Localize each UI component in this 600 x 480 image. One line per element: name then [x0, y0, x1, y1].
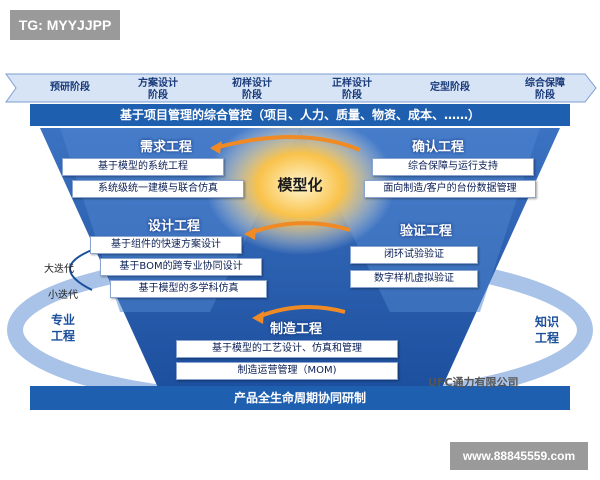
arc-arrowhead-2 [244, 227, 256, 240]
design-item-3: 基于模型的多学科仿真 [110, 280, 267, 298]
professional-engineering-label: 专业 工程 [50, 313, 75, 343]
stage-3: 初样设计 阶段 [232, 78, 272, 101]
manufacturing-item-2: 制造运营管理（MOM) [176, 362, 398, 380]
lifecycle-bar: 产品全生命周期协同研制 [30, 386, 570, 410]
iteration-arc [69, 249, 93, 291]
stage-2: 方案设计 阶段 [138, 78, 178, 101]
stage-6: 综合保障 阶段 [525, 78, 565, 101]
design-item-1: 基于组件的快速方案设计 [90, 236, 242, 254]
arc-arrowhead-1 [210, 141, 222, 154]
requirements-title: 需求工程 [140, 140, 193, 155]
verification-item-1: 闭环试验验证 [350, 246, 478, 264]
stage-4: 正样设计 阶段 [332, 78, 372, 101]
requirements-item-1: 基于模型的系统工程 [62, 158, 224, 176]
stage-5: 定型阶段 [430, 82, 470, 93]
company-watermark: UFC通力有限公司 [428, 376, 519, 389]
arc-arrow-3 [257, 305, 346, 319]
model-glow [205, 115, 395, 255]
design-item-2: 基于BOM的跨专业协同设计 [100, 258, 262, 276]
requirements-item-2: 系统级统一建模与联合仿真 [72, 180, 244, 198]
verification-title: 验证工程 [400, 224, 453, 239]
arc-arrow-2 [249, 221, 351, 235]
timeline-band [5, 73, 597, 103]
arc-arrow-1 [214, 134, 361, 152]
confirmation-title: 确认工程 [412, 140, 465, 155]
center-label: 模型化 [277, 176, 323, 194]
url-label: www.88845559.com [450, 442, 588, 470]
small-iteration-label: 小迭代 [48, 290, 78, 301]
manufacturing-title: 制造工程 [270, 322, 323, 337]
confirmation-item-2: 面向制造/客户的台份数据管理 [364, 180, 536, 198]
tag-label: TG: MYYJJPP [10, 10, 120, 40]
confirmation-item-1: 综合保障与运行支持 [372, 158, 534, 176]
arc-arrowhead-3 [252, 311, 264, 324]
knowledge-engineering-label: 知识 工程 [534, 315, 559, 345]
design-title: 设计工程 [148, 219, 201, 234]
verification-item-2: 数字样机虚拟验证 [350, 270, 478, 288]
manufacturing-item-1: 基于模型的工艺设计、仿真和管理 [176, 340, 398, 358]
management-banner: 基于项目管理的综合管控（项目、人力、质量、物资、成本、……） [30, 104, 570, 126]
stage-1: 预研阶段 [50, 82, 90, 93]
big-iteration-label: 大迭代 [44, 264, 74, 275]
